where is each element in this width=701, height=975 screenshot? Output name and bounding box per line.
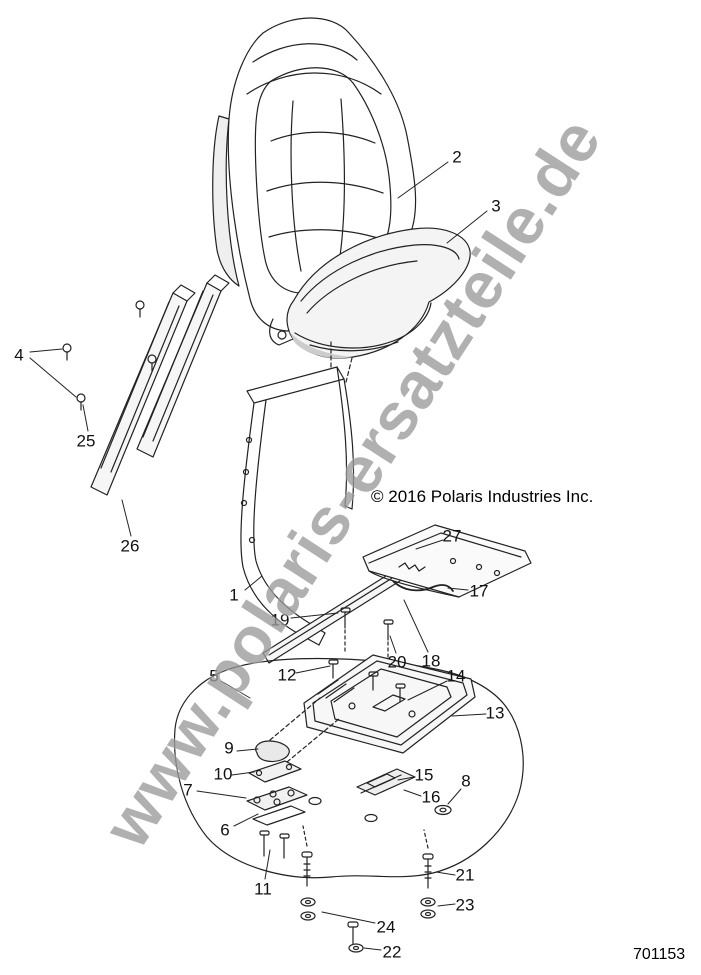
seat-adjuster-drawing — [362, 524, 532, 598]
bracket-drawing — [356, 768, 416, 796]
copyright-text: © 2016 Polaris Industries Inc. — [371, 487, 594, 506]
callout-24: 24 — [376, 917, 396, 937]
callout-27: 27 — [442, 526, 462, 546]
callout-3: 3 — [491, 196, 501, 216]
drawing-number: 701153 — [633, 946, 686, 963]
seat-cushion-drawing — [286, 227, 471, 359]
callout-14: 14 — [446, 666, 466, 686]
callout-13: 13 — [485, 703, 505, 723]
callout-26: 26 — [120, 536, 140, 556]
small-bolt-icons — [340, 607, 394, 661]
callout-15: 15 — [414, 765, 434, 785]
callout-12: 12 — [277, 665, 297, 685]
callout-19: 19 — [270, 610, 290, 630]
callout-1: 1 — [229, 585, 239, 605]
callout-23: 23 — [455, 895, 475, 915]
callout-25: 25 — [76, 431, 96, 451]
callout-2: 2 — [452, 147, 462, 167]
bottom-fastener-icons — [300, 825, 436, 953]
callout-22: 22 — [382, 942, 402, 962]
callout-21: 21 — [455, 865, 475, 885]
callout-4: 4 — [14, 345, 24, 365]
callout-18: 18 — [421, 651, 441, 671]
callout-7: 7 — [183, 780, 193, 800]
latch-parts-drawing — [246, 697, 341, 859]
callout-17: 17 — [469, 581, 489, 601]
mount-rails-drawing — [90, 274, 230, 496]
washer-icons — [308, 796, 452, 823]
callout-6: 6 — [220, 820, 230, 840]
callout-5: 5 — [209, 666, 219, 686]
seat-base-plate-drawing — [303, 654, 476, 754]
leader-lines — [29, 161, 488, 951]
callout-10: 10 — [213, 764, 233, 784]
callout-11: 11 — [254, 879, 272, 899]
seat-frame-drawing — [240, 366, 404, 664]
callout-20: 20 — [387, 652, 407, 672]
callout-9: 9 — [224, 738, 234, 758]
callout-16: 16 — [421, 787, 441, 807]
callout-8: 8 — [461, 771, 471, 791]
rail-screw-icons — [62, 300, 157, 411]
